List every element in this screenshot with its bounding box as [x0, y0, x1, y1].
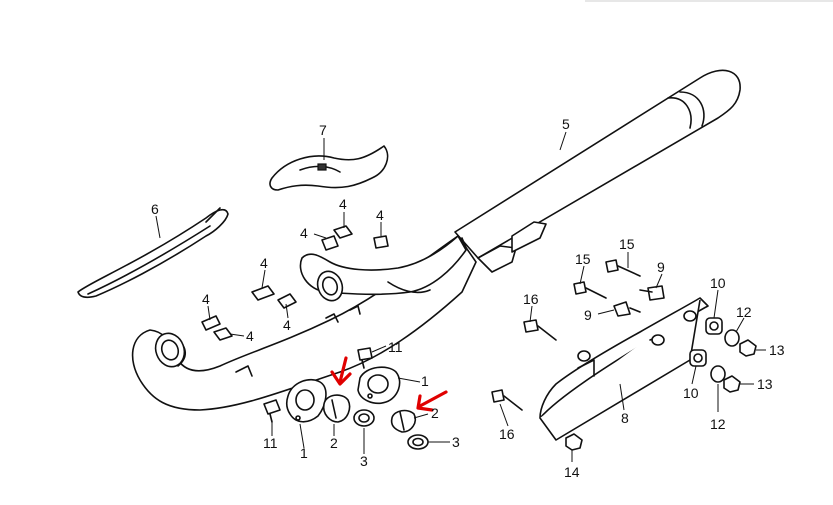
bolt-16-upper	[523, 319, 557, 341]
callout-2b: 2	[431, 405, 439, 421]
nut-13-upper	[739, 339, 757, 357]
bolt-15-lower	[573, 281, 607, 299]
bolt-16-lower	[491, 389, 523, 411]
flange-1-right	[357, 366, 401, 405]
callout-12b: 12	[710, 416, 726, 432]
callout-13b: 13	[757, 376, 773, 392]
nut-13-lower	[723, 375, 741, 393]
callout-3b: 3	[452, 434, 460, 450]
callout-4c: 4	[376, 207, 384, 223]
clip-4a	[333, 225, 353, 239]
callout-2a: 2	[330, 435, 338, 451]
callout-10a: 10	[710, 275, 726, 291]
clip-4b	[321, 235, 339, 251]
heat-shield-6	[77, 207, 229, 298]
callout-4e: 4	[283, 317, 291, 333]
leader-lines	[155, 131, 766, 462]
callout-4g: 4	[246, 328, 254, 344]
split-collar-2-right	[390, 409, 417, 433]
callout-8: 8	[621, 410, 629, 426]
callout-16b: 16	[499, 426, 515, 442]
callout-4b: 4	[300, 225, 308, 241]
callout-9b: 9	[584, 307, 592, 323]
bolt-11-top	[357, 347, 373, 369]
pin-9-upper	[639, 285, 665, 301]
callout-15a: 15	[619, 236, 635, 252]
callout-12a: 12	[736, 304, 752, 320]
pin-9-lower	[613, 301, 641, 317]
heat-shield-7	[269, 145, 389, 191]
clip-4e	[277, 293, 297, 309]
callout-1a: 1	[421, 373, 429, 389]
ring-3-left	[353, 409, 375, 427]
clip-4f	[201, 315, 221, 331]
clip-4c	[373, 235, 389, 249]
callout-6: 6	[151, 201, 159, 217]
callout-7: 7	[319, 122, 327, 138]
bolt-15-upper	[605, 259, 641, 277]
callout-4d: 4	[260, 255, 268, 271]
bracket-8	[539, 297, 709, 441]
ring-3-right	[407, 434, 429, 450]
callout-13a: 13	[769, 342, 785, 358]
exhaust-pipes	[131, 235, 477, 411]
callout-4a: 4	[339, 196, 347, 212]
callout-10b: 10	[683, 385, 699, 401]
split-collar-2-left	[322, 394, 351, 423]
clip-4d	[251, 285, 275, 301]
callout-11a: 11	[388, 339, 403, 355]
nut-14	[565, 433, 583, 451]
red-arrow-right	[416, 390, 448, 412]
washer-12-upper	[724, 329, 740, 347]
callout-16a: 16	[523, 291, 539, 307]
bushing-10-upper	[705, 317, 723, 335]
callout-3a: 3	[360, 453, 368, 469]
callout-14: 14	[564, 464, 580, 480]
bolt-11-bottom	[263, 399, 281, 423]
callout-11b: 11	[263, 435, 278, 451]
callout-4f: 4	[202, 291, 210, 307]
callout-1b: 1	[300, 445, 308, 461]
washer-12-lower	[710, 365, 726, 383]
flange-1-left	[285, 378, 327, 423]
callout-9a: 9	[657, 259, 665, 275]
bushing-10-lower	[689, 349, 707, 367]
callout-5: 5	[562, 116, 570, 132]
callout-15b: 15	[575, 251, 591, 267]
muffler	[454, 69, 741, 273]
clip-4g	[213, 327, 233, 341]
red-arrow-left	[330, 356, 352, 386]
